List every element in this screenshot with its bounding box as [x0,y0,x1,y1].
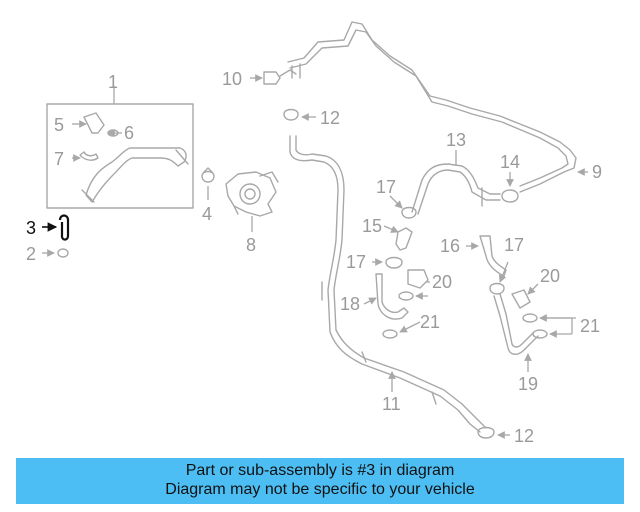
info-banner: Part or sub-assembly is #3 in diagram Di… [16,458,624,504]
callout-6: 6 [124,123,134,143]
part-17-clamp-b [372,256,403,269]
callout-21-a: 21 [420,312,440,332]
callout-11: 11 [382,394,401,414]
assembly-box-1 [46,86,194,209]
callout-17-a: 17 [376,177,396,197]
part-9-pipe [287,21,588,193]
part-3-highlighted [42,214,70,241]
callout-1: 1 [108,72,118,92]
callout-17-c: 17 [504,235,524,255]
part-14-connector [501,172,519,203]
part-8-thermostat-housing [225,171,279,232]
part-21-gaskets-a [382,291,428,339]
callout-20-b: 20 [540,266,560,286]
callout-7: 7 [54,149,64,169]
callout-3: 3 [26,218,36,238]
part-2-gasket [42,248,69,258]
callout-19: 19 [518,374,538,394]
callout-17-b: 17 [346,252,366,272]
banner-line-1: Part or sub-assembly is #3 in diagram [185,462,455,479]
callout-2: 2 [26,244,36,264]
banner-line-2: Diagram may not be specific to your vehi… [165,481,475,498]
callout-21-b: 21 [580,316,600,336]
callout-15: 15 [362,216,382,236]
part-11-pipe [289,135,487,433]
part-17-clamp-c [489,261,509,295]
part-21-gaskets-b [522,313,576,339]
part-12-clamp-bottom [477,426,510,439]
part-17-clamp-a [389,195,417,219]
part-12-clamp-top [283,108,316,121]
callout-4: 4 [202,204,212,224]
part-10-connector [250,69,297,85]
upper-hose-illustration [79,112,189,203]
callout-12-top: 12 [320,108,340,128]
callout-14: 14 [500,152,520,172]
part-20-fitting-a [407,269,430,289]
callout-8: 8 [246,235,256,255]
callout-18: 18 [340,294,360,314]
callout-10: 10 [222,69,242,89]
part-4-clamp [201,167,215,200]
callout-9: 9 [592,162,602,182]
callout-12-bottom: 12 [514,426,534,446]
part-16-hose [466,235,507,277]
part-20-fitting-b [511,283,539,309]
part-13-hose [411,150,501,215]
callout-20-a: 20 [432,272,452,292]
part-15-fitting [383,225,413,251]
callout-13: 13 [446,130,466,150]
part-18-pipe [363,273,409,320]
part-19-pipe [493,293,539,372]
callout-16: 16 [440,236,460,256]
callout-5: 5 [54,115,64,135]
